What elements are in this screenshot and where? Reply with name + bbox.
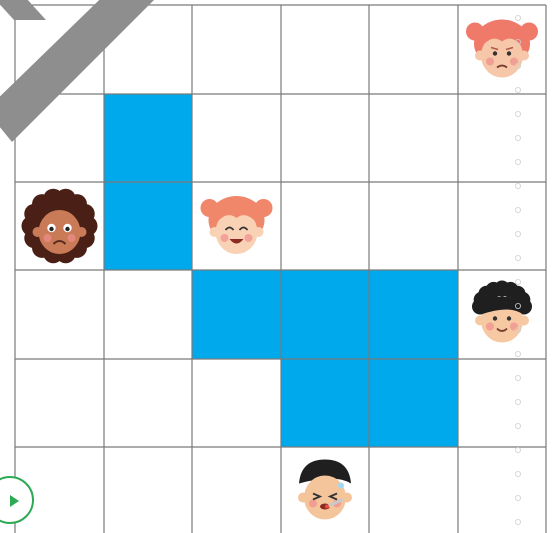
board-cell[interactable]	[192, 359, 281, 447]
board-cell[interactable]	[104, 5, 192, 94]
play-arrow-icon	[10, 495, 19, 507]
board-cell-filled[interactable]	[281, 270, 369, 359]
board-cell[interactable]	[192, 5, 281, 94]
board-cell-filled[interactable]	[281, 359, 369, 447]
board-cell-filled[interactable]	[192, 270, 281, 359]
board-cell[interactable]	[281, 94, 369, 182]
board-cell[interactable]	[281, 5, 369, 94]
board-cell[interactable]	[192, 447, 281, 533]
board-cell[interactable]	[281, 182, 369, 270]
board-cell[interactable]	[369, 447, 458, 533]
board-cell[interactable]	[458, 94, 546, 182]
board-cell[interactable]	[104, 359, 192, 447]
board-cell[interactable]	[369, 94, 458, 182]
board-cell[interactable]	[104, 270, 192, 359]
board-cell[interactable]	[15, 5, 104, 94]
board-cell[interactable]	[15, 270, 104, 359]
board-cell[interactable]	[458, 182, 546, 270]
board-cell[interactable]	[369, 182, 458, 270]
board-cell[interactable]	[15, 359, 104, 447]
board-cell-filled[interactable]	[104, 94, 192, 182]
board-cell[interactable]	[192, 94, 281, 182]
board-cell-filled[interactable]	[369, 270, 458, 359]
board-cell[interactable]	[104, 447, 192, 533]
board-cell[interactable]	[369, 5, 458, 94]
board-cell[interactable]	[15, 94, 104, 182]
board-cell[interactable]	[458, 447, 546, 533]
board-cell-filled[interactable]	[104, 182, 192, 270]
board-cell-filled[interactable]	[369, 359, 458, 447]
board-cell[interactable]	[458, 359, 546, 447]
